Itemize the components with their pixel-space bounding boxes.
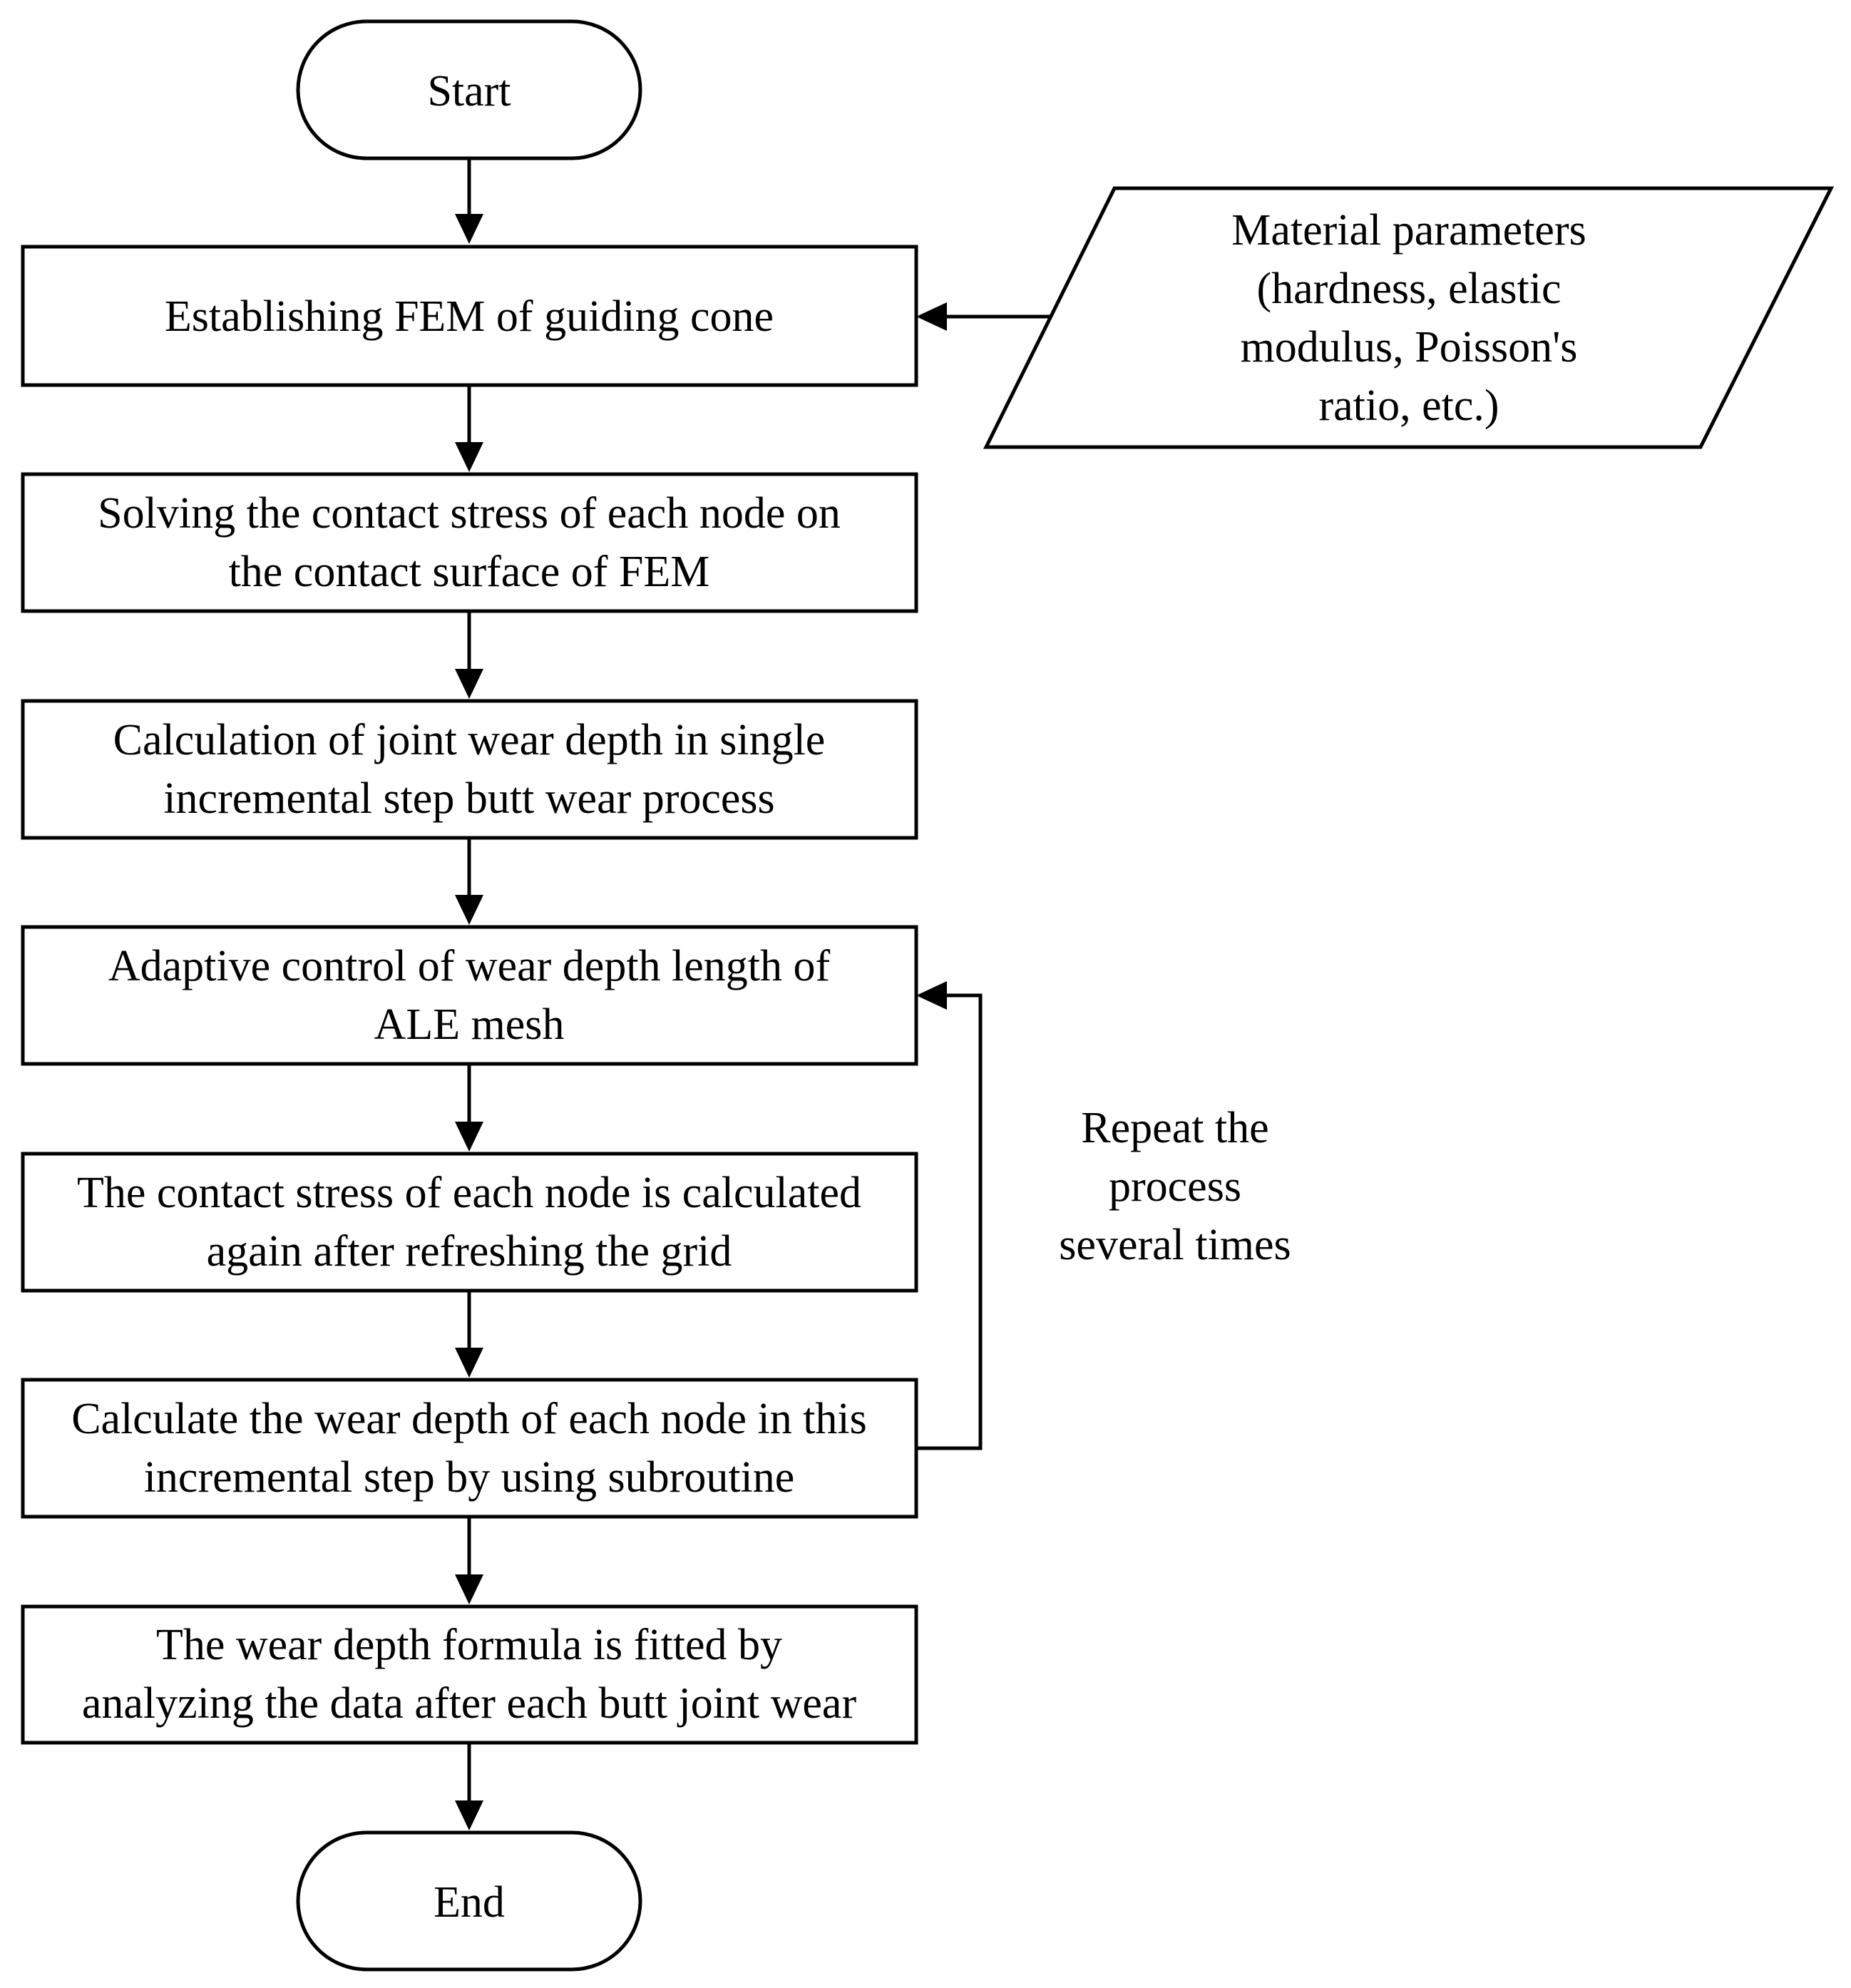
- loop-label-line-3: several times: [1059, 1221, 1291, 1269]
- adaptive-line-1: Adaptive control of wear depth length of: [108, 942, 831, 990]
- recalc-line-1: The contact stress of each node is calcu…: [77, 1169, 861, 1217]
- joint-wear-line-1: Calculation of joint wear depth in singl…: [113, 716, 826, 764]
- solve-line-1: Solving the contact stress of each node …: [98, 489, 841, 538]
- fit-formula-step: The wear depth formula is fitted by anal…: [21, 1604, 918, 1745]
- start-node: Start: [296, 19, 642, 160]
- material-line-2: (hardness, elastic: [1257, 265, 1562, 313]
- fit-line-1: The wear depth formula is fitted by: [156, 1621, 782, 1669]
- recalculate-stress-step: The contact stress of each node is calcu…: [21, 1152, 918, 1293]
- recalc-line-2: again after refreshing the grid: [207, 1227, 732, 1276]
- solve-line-2: the contact surface of FEM: [229, 548, 710, 596]
- adaptive-control-step: Adaptive control of wear depth length of…: [21, 925, 918, 1066]
- adaptive-line-2: ALE mesh: [374, 1000, 565, 1049]
- material-line-1: Material parameters: [1231, 206, 1586, 255]
- establish-fem-label: Establishing FEM of guiding cone: [165, 292, 774, 341]
- loop-annotation: Repeat the process several times: [1059, 1104, 1291, 1269]
- establish-fem-step: Establishing FEM of guiding cone: [21, 245, 918, 387]
- loop-arrow: [916, 993, 983, 1450]
- connectors: [455, 158, 1050, 1830]
- subroutine-line-1: Calculate the wear depth of each node in…: [71, 1395, 867, 1443]
- material-line-3: modulus, Poisson's: [1241, 323, 1578, 372]
- end-label: End: [434, 1878, 505, 1927]
- loop-label-line-1: Repeat the: [1081, 1104, 1268, 1152]
- loop-label-line-2: process: [1109, 1162, 1241, 1211]
- joint-wear-line-2: incremental step butt wear process: [163, 774, 774, 823]
- start-label: Start: [427, 67, 511, 116]
- joint-wear-depth-step: Calculation of joint wear depth in singl…: [21, 699, 918, 840]
- material-parameters-input: Material parameters (hardness, elastic m…: [983, 186, 1835, 449]
- subroutine-line-2: incremental step by using subroutine: [144, 1453, 795, 1502]
- solve-contact-stress-step: Solving the contact stress of each node …: [21, 472, 918, 613]
- subroutine-step: Calculate the wear depth of each node in…: [21, 1378, 918, 1519]
- material-line-4: ratio, etc.): [1318, 381, 1499, 430]
- end-node: End: [296, 1830, 642, 1972]
- fit-line-2: analyzing the data after each butt joint…: [82, 1679, 857, 1728]
